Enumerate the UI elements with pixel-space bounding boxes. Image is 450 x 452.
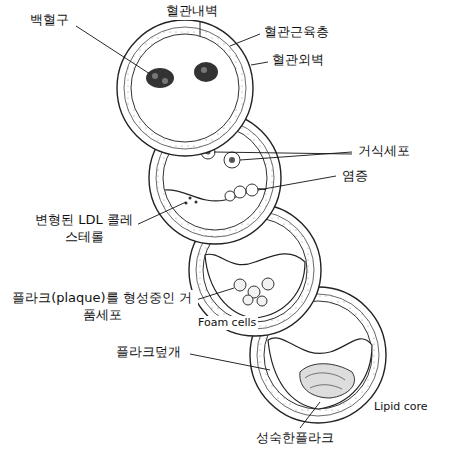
part-label: 혈관근육층: [262, 24, 331, 41]
vessel-section: [117, 20, 253, 156]
part-label: 백혈구: [28, 12, 71, 29]
part-label: 거식세포: [356, 143, 412, 160]
part-label: 플라크(plaque)를 형성중인 거품세포: [6, 290, 198, 324]
part-label: 플라크덮개: [114, 344, 183, 361]
part-label: Lipid core: [372, 400, 430, 414]
part-label: 성숙한플라크: [254, 430, 336, 447]
part-label: 변형된 LDL 콜레스테롤: [30, 212, 138, 246]
part-label: Foam cells: [196, 316, 258, 330]
part-label: 염증: [340, 168, 370, 185]
part-label: 혈관내벽: [164, 3, 220, 20]
part-label: 혈관외벽: [270, 52, 326, 69]
